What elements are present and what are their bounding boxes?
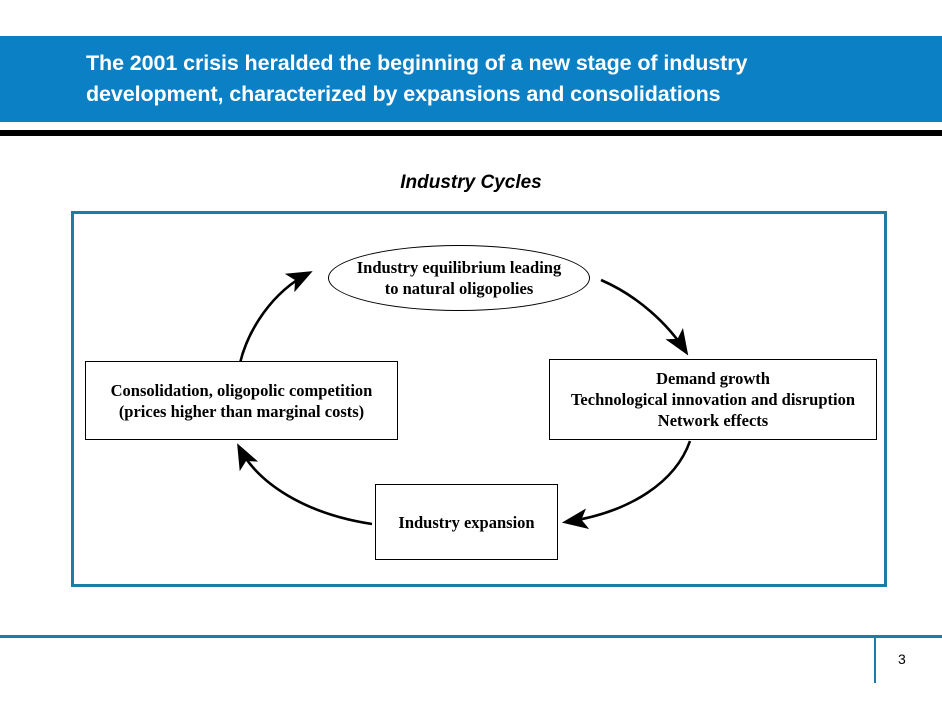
node-demand-growth-line-3: Network effects (657, 411, 769, 430)
header-black-rule (0, 130, 942, 136)
node-industry-expansion[interactable]: Industry expansion (375, 484, 558, 560)
node-industry-equilibrium-line-2: to natural oligopolies (384, 279, 534, 298)
footer-rule (0, 635, 942, 638)
node-consolidation-line-1: Consolidation, oligopolic competition (110, 380, 373, 400)
node-industry-equilibrium-line-1: Industry equilibrium leading (356, 258, 562, 277)
slide-title-line-1: The 2001 crisis heralded the beginning o… (86, 51, 748, 75)
node-demand-growth-line-1: Demand growth (656, 369, 770, 388)
node-industry-expansion-line-1: Industry expansion (398, 512, 535, 532)
node-industry-equilibrium[interactable]: Industry equilibrium leading to natural … (328, 245, 590, 311)
node-demand-growth[interactable]: Demand growth Technological innovation a… (549, 359, 877, 440)
slide-title-line-2: development, characterized by expansions… (86, 82, 721, 106)
node-demand-growth-line-2: Technological innovation and disruption (570, 390, 856, 409)
section-title: Industry Cycles (400, 172, 542, 193)
footer-divider (874, 637, 876, 683)
slide-header-banner: The 2001 crisis heralded the beginning o… (0, 36, 942, 122)
node-consolidation-line-2: (prices higher than marginal costs) (118, 401, 365, 421)
node-consolidation[interactable]: Consolidation, oligopolic competition (p… (85, 361, 398, 440)
page-number: 3 (898, 651, 906, 667)
